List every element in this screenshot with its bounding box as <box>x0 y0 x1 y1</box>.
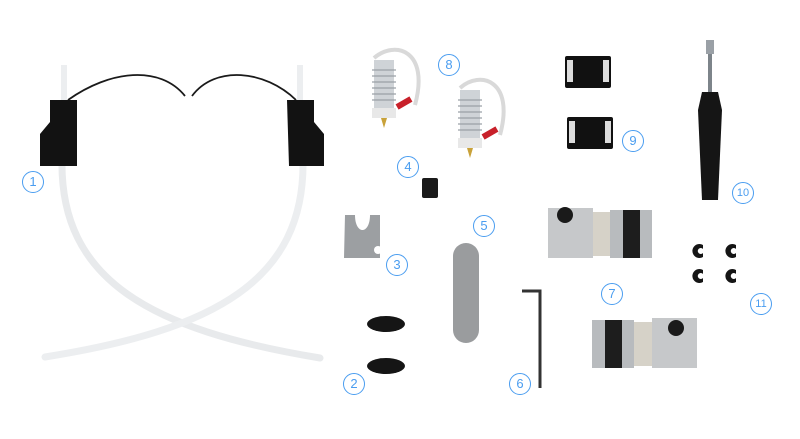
label-11: 11 <box>750 293 772 315</box>
label-1: 1 <box>22 171 44 193</box>
filament-tubes-with-sensors <box>40 65 324 362</box>
label-2: 2 <box>343 373 365 395</box>
tube-clips <box>692 244 736 283</box>
rubber-clips <box>367 316 405 374</box>
label-7: 7 <box>601 283 623 305</box>
label-8: 8 <box>438 54 460 76</box>
label-6: 6 <box>509 373 531 395</box>
nozzle-wrench-plate <box>344 215 380 258</box>
extruder-motors <box>548 207 697 368</box>
label-4: 4 <box>397 156 419 178</box>
label-3: 3 <box>386 254 408 276</box>
label-9: 9 <box>622 130 644 152</box>
label-10: 10 <box>732 182 754 204</box>
micro-sd-card <box>422 178 438 198</box>
sanding-stick <box>453 243 479 343</box>
hotends <box>372 47 506 158</box>
screwdriver <box>698 40 722 200</box>
sensor-boards <box>565 56 613 149</box>
label-5: 5 <box>473 215 495 237</box>
hex-key <box>522 289 542 388</box>
